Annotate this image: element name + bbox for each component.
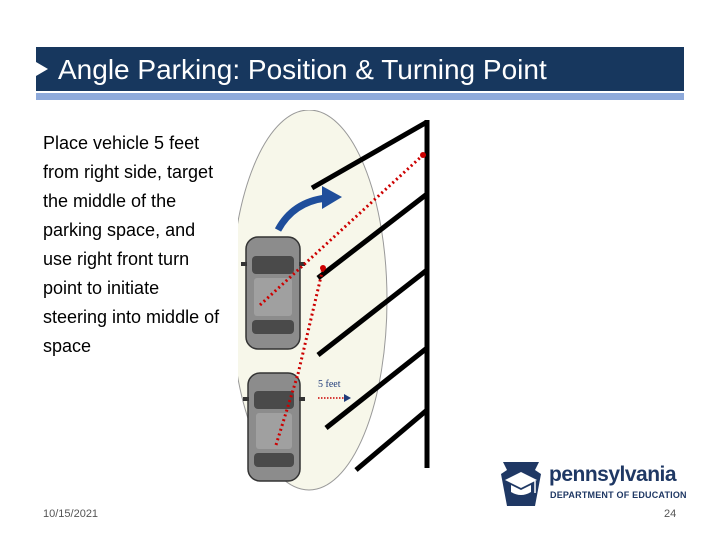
approach-guide-line [274, 373, 300, 446]
steering-arrow-head [322, 186, 342, 209]
title-underline [36, 93, 684, 100]
title-arrow-icon [36, 62, 48, 76]
space-line [316, 268, 429, 357]
slide-body-text: Place vehicle 5 feet from right side, ta… [43, 133, 220, 356]
page-number: 24 [664, 508, 677, 520]
logo-wordmark: pennsylvania [549, 463, 677, 486]
distance-label: 5 feet [318, 379, 341, 390]
angle-parking-diagram: 5 feet [238, 110, 430, 491]
space-line [354, 408, 429, 472]
space-line [316, 192, 429, 280]
turn-point [320, 265, 326, 271]
slide-title: Angle Parking: Position & Turning Point [58, 54, 547, 85]
pennsylvania-logo: pennsylvania DEPARTMENT OF EDUCATION [497, 460, 687, 506]
car-bottom [243, 372, 305, 482]
car-top [241, 236, 305, 350]
space-line [310, 119, 429, 191]
target-guide-line [258, 153, 425, 307]
footer-date: 10/15/2021 [43, 508, 99, 520]
turn-guide-line [296, 267, 325, 375]
logo-department: DEPARTMENT OF EDUCATION [550, 490, 687, 500]
distance-arrow-head [344, 394, 351, 402]
steering-arrow [274, 194, 327, 232]
target-point [420, 152, 426, 158]
title-bar [36, 47, 684, 91]
keystone-icon [501, 462, 541, 506]
space-line [324, 346, 429, 430]
